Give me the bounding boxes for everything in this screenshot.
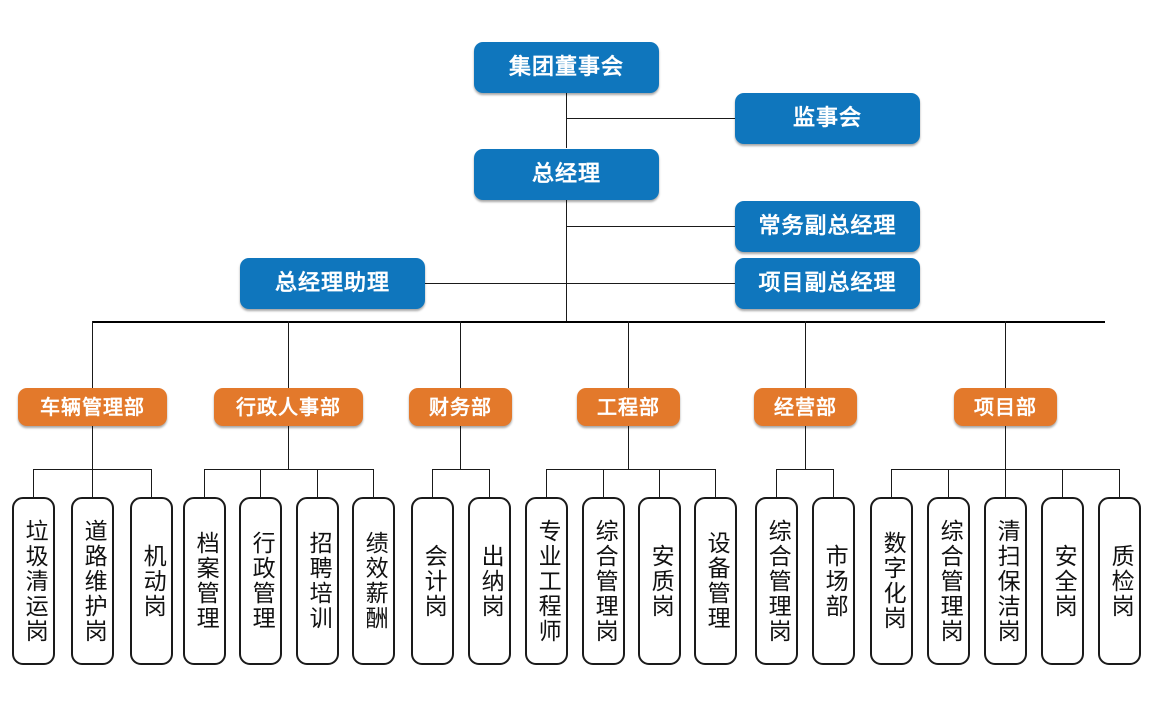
leaf-position-4-3[interactable]: 安质岗 (638, 497, 681, 665)
leaf-position-2-1[interactable]: 档案管理 (183, 497, 226, 665)
leaf-position-1-1[interactable]: 垃圾清运岗 (12, 497, 55, 665)
connector-leafdrop-4-3 (659, 469, 660, 497)
leaf-position-6-5[interactable]: 质检岗 (1098, 497, 1141, 665)
connector-leafdrop-2-3 (317, 469, 318, 497)
leaf-position-3-2[interactable]: 出纳岗 (468, 497, 511, 665)
leaf-position-5-2[interactable]: 市场部 (812, 497, 855, 665)
connector-leafbus-5 (776, 469, 833, 470)
connector-gm-to-deputy-executive (566, 226, 736, 227)
leaf-label: 档案管理 (192, 531, 219, 631)
connector-drop-dept-2 (288, 321, 289, 388)
connector-leafdrop-5-2 (833, 469, 834, 497)
leaf-position-4-2[interactable]: 综合管理岗 (582, 497, 625, 665)
leaf-label: 会计岗 (420, 543, 447, 619)
leaf-label: 机动岗 (139, 543, 166, 619)
connector-leafdrop-3-2 (489, 469, 490, 497)
leaf-label: 安全岗 (1050, 543, 1077, 619)
leaf-position-2-2[interactable]: 行政管理 (239, 497, 282, 665)
leaf-label: 质检岗 (1107, 543, 1134, 619)
leaf-label: 安质岗 (647, 543, 674, 619)
leaf-position-3-1[interactable]: 会计岗 (411, 497, 454, 665)
leaf-label: 综合管理岗 (591, 518, 618, 644)
leaf-label: 清扫保洁岗 (993, 518, 1020, 644)
leaf-label: 垃圾清运岗 (21, 518, 48, 644)
connector-leafdrop-2-4 (373, 469, 374, 497)
leaf-label: 道路维护岗 (80, 518, 107, 644)
connector-leafdrop-1-3 (151, 469, 152, 497)
connector-stem-dept-1 (92, 425, 93, 469)
connector-stem-dept-2 (288, 425, 289, 469)
connector-leafdrop-2-2 (260, 469, 261, 497)
leaf-position-6-2[interactable]: 综合管理岗 (927, 497, 970, 665)
node-department-engineering[interactable]: 工程部 (577, 388, 680, 426)
connector-leafbus-2 (204, 469, 373, 470)
connector-gm-to-supervisory (566, 118, 736, 119)
leaf-label: 数字化岗 (879, 531, 906, 631)
leaf-position-2-4[interactable]: 绩效薪酬 (352, 497, 395, 665)
connector-leafdrop-2-1 (204, 469, 205, 497)
connector-leafdrop-4-4 (715, 469, 716, 497)
node-department-operations[interactable]: 经营部 (754, 388, 857, 426)
connector-leafdrop-6-2 (948, 469, 949, 497)
node-department-project[interactable]: 项目部 (954, 388, 1057, 426)
leaf-position-4-1[interactable]: 专业工程师 (525, 497, 568, 665)
connector-leafbus-3 (432, 469, 489, 470)
connector-gm-to-deputy-project (566, 283, 736, 284)
connector-drop-dept-6 (1005, 321, 1006, 388)
leaf-position-6-1[interactable]: 数字化岗 (870, 497, 913, 665)
node-deputy-project-manager[interactable]: 项目副总经理 (735, 258, 920, 309)
connector-department-bus (92, 321, 1105, 323)
connector-stem-dept-5 (805, 425, 806, 469)
leaf-label: 综合管理岗 (936, 518, 963, 644)
leaf-position-1-3[interactable]: 机动岗 (130, 497, 173, 665)
leaf-label: 市场部 (821, 543, 848, 619)
leaf-position-1-2[interactable]: 道路维护岗 (71, 497, 114, 665)
connector-drop-dept-4 (628, 321, 629, 388)
leaf-label: 绩效薪酬 (361, 531, 388, 631)
connector-drop-dept-1 (92, 321, 93, 388)
leaf-label: 招聘培训 (305, 531, 332, 631)
connector-leafdrop-6-4 (1062, 469, 1063, 497)
leaf-label: 综合管理岗 (764, 518, 791, 644)
node-general-manager[interactable]: 总经理 (474, 149, 659, 200)
connector-drop-dept-3 (460, 321, 461, 388)
node-department-vehicle-management[interactable]: 车辆管理部 (18, 388, 167, 426)
connector-stem-dept-6 (1005, 425, 1006, 469)
leaf-label: 行政管理 (248, 531, 275, 631)
connector-leafdrop-6-3 (1005, 469, 1006, 497)
connector-leafdrop-1-1 (33, 469, 34, 497)
connector-stem-dept-4 (628, 425, 629, 469)
node-general-manager-assistant[interactable]: 总经理助理 (240, 258, 425, 309)
connector-gm-to-assistant (425, 283, 567, 284)
node-department-finance[interactable]: 财务部 (409, 388, 512, 426)
node-supervisory-board[interactable]: 监事会 (735, 93, 920, 144)
connector-leafdrop-4-2 (603, 469, 604, 497)
node-department-administration-hr[interactable]: 行政人事部 (214, 388, 363, 426)
connector-drop-dept-5 (805, 321, 806, 388)
leaf-position-6-4[interactable]: 安全岗 (1041, 497, 1084, 665)
leaf-label: 专业工程师 (534, 518, 561, 644)
connector-board-to-gm (566, 93, 567, 148)
connector-leafbus-4 (546, 469, 715, 470)
leaf-position-2-3[interactable]: 招聘培训 (296, 497, 339, 665)
connector-leafdrop-5-1 (776, 469, 777, 497)
leaf-position-5-1[interactable]: 综合管理岗 (755, 497, 798, 665)
connector-leafdrop-6-5 (1119, 469, 1120, 497)
leaf-label: 出纳岗 (477, 543, 504, 619)
connector-leafdrop-1-2 (92, 469, 93, 497)
connector-gm-trunk (566, 200, 567, 322)
node-deputy-executive-manager[interactable]: 常务副总经理 (735, 201, 920, 252)
node-board-of-directors[interactable]: 集团董事会 (474, 42, 659, 93)
connector-stem-dept-3 (460, 425, 461, 469)
leaf-position-4-4[interactable]: 设备管理 (694, 497, 737, 665)
connector-leafdrop-3-1 (432, 469, 433, 497)
leaf-position-6-3[interactable]: 清扫保洁岗 (984, 497, 1027, 665)
connector-leafdrop-6-1 (891, 469, 892, 497)
leaf-label: 设备管理 (703, 531, 730, 631)
connector-leafdrop-4-1 (546, 469, 547, 497)
